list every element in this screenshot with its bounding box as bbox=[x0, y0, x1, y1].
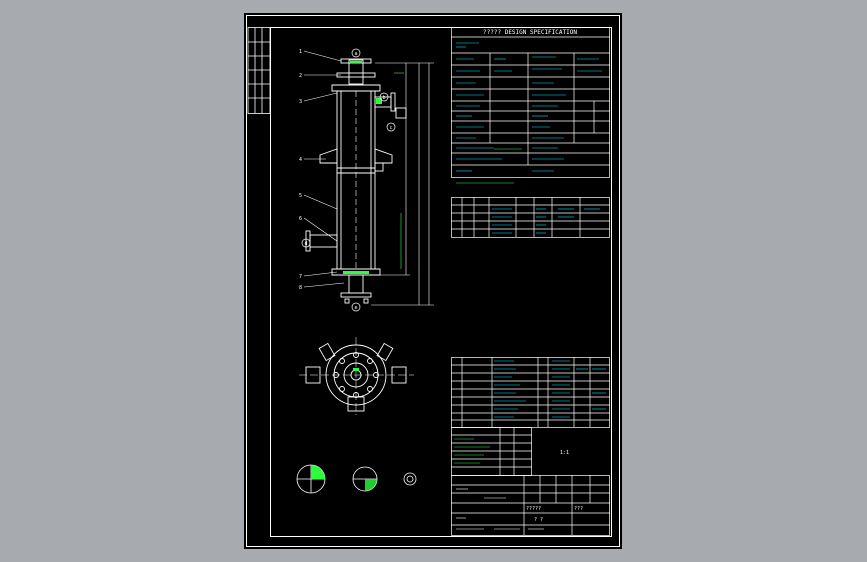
vessel-plan-view bbox=[299, 337, 414, 415]
spec-table bbox=[451, 27, 610, 178]
revision-glyphs bbox=[454, 438, 490, 464]
outer-frame bbox=[246, 15, 620, 547]
balloon-8: 8 bbox=[299, 285, 302, 291]
detail-section-fill bbox=[311, 465, 377, 491]
title-block-row-a: ????? bbox=[526, 506, 541, 512]
nozzle-label-text: a b c d e bbox=[304, 51, 392, 311]
nozzle-table bbox=[451, 197, 610, 238]
leader-lines bbox=[303, 50, 345, 288]
spec-table-green-glyphs bbox=[456, 148, 522, 184]
title-block-glyphs bbox=[456, 488, 544, 530]
title-block bbox=[451, 475, 610, 536]
nozzle-labels bbox=[301, 48, 396, 312]
parts-list-glyphs bbox=[494, 360, 606, 418]
nozzle-label-e: e bbox=[354, 305, 357, 311]
nozzle-label-a: a bbox=[354, 51, 357, 57]
drawing-sheet: 1 2 3 4 5 6 7 8 a b c d e bbox=[244, 13, 622, 549]
balloon-7: 7 bbox=[299, 274, 302, 280]
title-block-row-b: ? ? bbox=[534, 517, 543, 523]
scale-text: 1:1 bbox=[560, 450, 569, 456]
vessel-green-parts bbox=[343, 61, 382, 274]
balloon-2: 2 bbox=[299, 73, 302, 79]
balloon-6: 6 bbox=[299, 216, 302, 222]
cad-drawing: 1 2 3 4 5 6 7 8 a b c d e bbox=[246, 15, 620, 547]
parts-list-table bbox=[451, 357, 610, 428]
vessel-elevation-drawing bbox=[305, 58, 407, 304]
left-margin-strip bbox=[247, 27, 271, 114]
balloon-3: 3 bbox=[299, 99, 302, 105]
nozzle-label-d: d bbox=[304, 241, 307, 247]
balloon-4: 4 bbox=[299, 157, 302, 163]
balloon-1: 1 bbox=[299, 49, 302, 55]
nozzle-table-glyphs bbox=[492, 208, 600, 234]
nozzle-label-b: b bbox=[382, 95, 385, 101]
plan-view-green bbox=[353, 368, 359, 371]
nozzle-label-c: c bbox=[389, 125, 392, 131]
balloon-labels: 1 2 3 4 5 6 7 8 bbox=[299, 49, 302, 291]
spec-title: ????? DESIGN SPECIFICATION bbox=[483, 29, 577, 36]
dimension-lines bbox=[371, 62, 434, 306]
revision-table bbox=[451, 427, 532, 476]
spec-table-glyphs bbox=[456, 42, 602, 172]
inner-frame bbox=[270, 27, 612, 537]
sheet-number: ??? bbox=[574, 506, 583, 512]
balloon-5: 5 bbox=[299, 193, 302, 199]
